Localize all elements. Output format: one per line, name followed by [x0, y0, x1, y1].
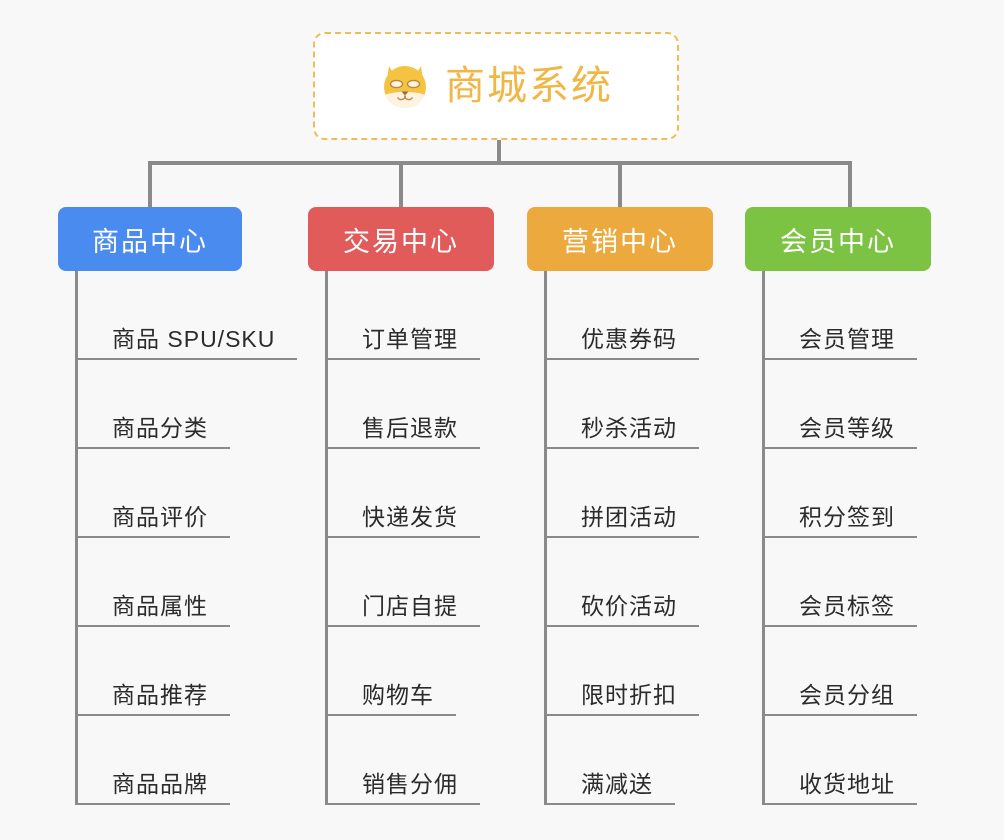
leaf-label: 砍价活动	[547, 591, 699, 627]
leaf-label: 门店自提	[328, 591, 480, 627]
category-header-label: 交易中心	[343, 226, 459, 257]
list-item[interactable]: 商品品牌	[78, 716, 297, 805]
list-item[interactable]: 满减送	[547, 716, 699, 805]
list-item[interactable]: 快递发货	[328, 449, 480, 538]
leaf-list-product-center: 商品 SPU/SKU 商品分类 商品评价 商品属性 商品推荐 商品品牌	[75, 271, 298, 805]
list-item[interactable]: 购物车	[328, 627, 480, 716]
leaf-label: 会员管理	[765, 324, 917, 360]
leaf-list-marketing-center: 优惠券码 秒杀活动 拼团活动 砍价活动 限时折扣 满减送	[544, 271, 699, 805]
list-item[interactable]: 会员管理	[765, 271, 917, 360]
category-column-member-center: 会员中心 会员管理 会员等级 积分签到 会员标签 会员分组 收货地址	[745, 207, 931, 805]
category-header-label: 商品中心	[92, 226, 208, 257]
leaf-label: 商品推荐	[78, 680, 230, 716]
leaf-list-member-center: 会员管理 会员等级 积分签到 会员标签 会员分组 收货地址	[762, 271, 917, 805]
leaf-label: 拼团活动	[547, 502, 699, 538]
connector-drop-trade-center	[399, 161, 403, 209]
leaf-label: 秒杀活动	[547, 413, 699, 449]
root-title: 商城系统	[445, 64, 613, 108]
category-header-trade-center[interactable]: 交易中心	[308, 207, 494, 271]
connector-horizontal-bus	[148, 161, 852, 165]
leaf-label: 积分签到	[765, 502, 917, 538]
list-item[interactable]: 秒杀活动	[547, 360, 699, 449]
list-item[interactable]: 会员等级	[765, 360, 917, 449]
shiba-dog-face-icon	[379, 60, 431, 112]
category-column-product-center: 商品中心 商品 SPU/SKU 商品分类 商品评价 商品属性 商品推荐 商品品牌	[58, 207, 298, 805]
category-column-marketing-center: 营销中心 优惠券码 秒杀活动 拼团活动 砍价活动 限时折扣 满减送	[527, 207, 713, 805]
list-item[interactable]: 商品推荐	[78, 627, 297, 716]
leaf-label: 会员标签	[765, 591, 917, 627]
leaf-label: 购物车	[328, 680, 456, 716]
list-item[interactable]: 商品属性	[78, 538, 297, 627]
list-item[interactable]: 商品 SPU/SKU	[78, 271, 298, 360]
list-item[interactable]: 收货地址	[765, 716, 917, 805]
list-item[interactable]: 限时折扣	[547, 627, 699, 716]
connector-drop-marketing-center	[618, 161, 622, 209]
list-item[interactable]: 会员分组	[765, 627, 917, 716]
list-item[interactable]: 售后退款	[328, 360, 480, 449]
leaf-label: 商品属性	[78, 591, 230, 627]
leaf-label: 会员分组	[765, 680, 917, 716]
category-column-trade-center: 交易中心 订单管理 售后退款 快递发货 门店自提 购物车 销售分佣	[308, 207, 494, 805]
list-item[interactable]: 拼团活动	[547, 449, 699, 538]
list-item[interactable]: 销售分佣	[328, 716, 480, 805]
leaf-label: 商品 SPU/SKU	[78, 324, 298, 360]
leaf-label: 商品分类	[78, 413, 230, 449]
leaf-list-trade-center: 订单管理 售后退款 快递发货 门店自提 购物车 销售分佣	[325, 271, 480, 805]
category-header-label: 营销中心	[562, 226, 678, 257]
leaf-label: 限时折扣	[547, 680, 699, 716]
list-item[interactable]: 商品分类	[78, 360, 297, 449]
category-header-product-center[interactable]: 商品中心	[58, 207, 242, 271]
list-item[interactable]: 订单管理	[328, 271, 480, 360]
connector-drop-product-center	[148, 161, 152, 209]
leaf-label: 快递发货	[328, 502, 480, 538]
list-item[interactable]: 会员标签	[765, 538, 917, 627]
category-header-member-center[interactable]: 会员中心	[745, 207, 931, 271]
category-header-marketing-center[interactable]: 营销中心	[527, 207, 713, 271]
leaf-label: 收货地址	[765, 769, 917, 805]
leaf-label: 售后退款	[328, 413, 480, 449]
leaf-label: 订单管理	[328, 324, 480, 360]
list-item[interactable]: 积分签到	[765, 449, 917, 538]
leaf-label: 会员等级	[765, 413, 917, 449]
connector-root-stem	[497, 140, 501, 163]
connector-drop-member-center	[848, 161, 852, 209]
leaf-label: 商品评价	[78, 502, 230, 538]
leaf-label: 满减送	[547, 769, 675, 805]
list-item[interactable]: 门店自提	[328, 538, 480, 627]
leaf-label: 商品品牌	[78, 769, 230, 805]
list-item[interactable]: 商品评价	[78, 449, 297, 538]
list-item[interactable]: 优惠券码	[547, 271, 699, 360]
leaf-label: 优惠券码	[547, 324, 699, 360]
root-node[interactable]: 商城系统	[313, 32, 679, 140]
list-item[interactable]: 砍价活动	[547, 538, 699, 627]
category-header-label: 会员中心	[780, 226, 896, 257]
leaf-label: 销售分佣	[328, 769, 480, 805]
